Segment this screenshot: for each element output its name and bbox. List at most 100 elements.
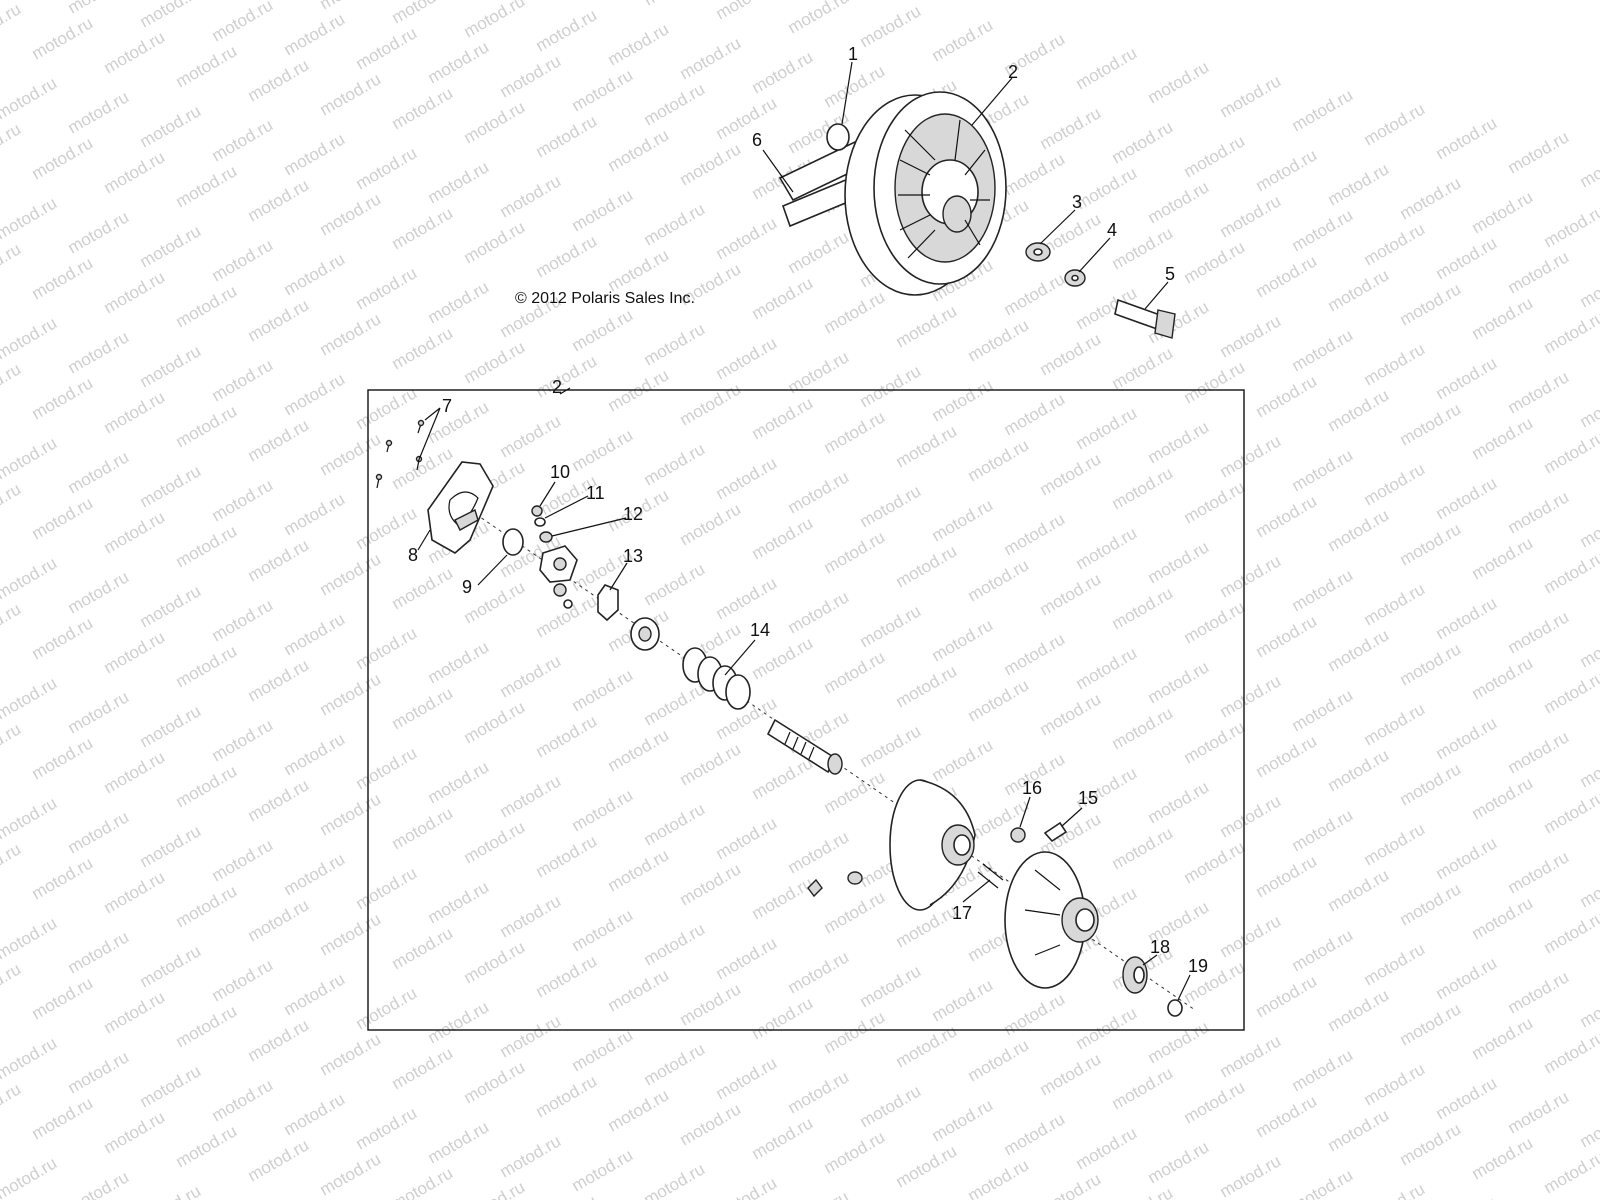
watermark-text: motod.ru — [389, 683, 457, 733]
watermark-text: motod.ru — [1361, 819, 1429, 869]
watermark-text: motod.ru — [0, 599, 24, 649]
watermark-text: motod.ru — [137, 941, 205, 991]
watermark-text: motod.ru — [929, 1095, 997, 1145]
watermark-text: motod.ru — [497, 171, 565, 221]
watermark-text: motod.ru — [101, 27, 169, 77]
watermark-text: motod.ru — [965, 1155, 1033, 1200]
callout-12: 12 — [623, 504, 643, 524]
watermark-text: motod.ru — [1505, 847, 1573, 897]
watermark-text: motod.ru — [173, 1121, 241, 1171]
watermark-text: motod.ru — [317, 909, 385, 959]
watermark-text: motod.ru — [425, 157, 493, 207]
washer-11 — [534, 517, 546, 527]
watermark-text: motod.ru — [317, 309, 385, 359]
watermark-text: motod.ru — [1541, 907, 1600, 957]
watermark-text: motod.ru — [749, 513, 817, 563]
watermark-text: motod.ru — [1217, 311, 1285, 361]
watermark-text: motod.ru — [281, 729, 349, 779]
watermark-text: motod.ru — [0, 0, 24, 49]
watermark-text: motod.ru — [389, 0, 457, 27]
watermark-text: motod.ru — [1433, 233, 1501, 283]
watermark-text: motod.ru — [1001, 1109, 1069, 1159]
watermark-text: motod.ru — [605, 845, 673, 895]
watermark-text: motod.ru — [137, 221, 205, 271]
watermark-text: motod.ru — [533, 351, 601, 401]
watermark-text: motod.ru — [785, 227, 853, 277]
watermark-text: motod.ru — [389, 323, 457, 373]
watermark-text: motod.ru — [353, 1103, 421, 1153]
watermark-text: motod.ru — [65, 207, 133, 257]
watermark-text: motod.ru — [353, 23, 421, 73]
nut-lower — [847, 871, 863, 885]
watermark-text: motod.ru — [893, 661, 961, 711]
watermark-text: motod.ru — [1433, 713, 1501, 763]
watermark-text: motod.ru — [245, 535, 313, 585]
watermark-text: motod.ru — [1397, 759, 1465, 809]
watermark-text: motod.ru — [1073, 1003, 1141, 1053]
watermark-text: motod.ru — [785, 1067, 853, 1117]
watermark-text: motod.ru — [245, 55, 313, 105]
watermark-text: motod.ru — [1253, 371, 1321, 421]
watermark-text: motod.ru — [929, 615, 997, 665]
watermark-text: motod.ru — [1073, 1123, 1141, 1173]
watermark-text: motod.ru — [569, 305, 637, 355]
watermark-text: motod.ru — [641, 559, 709, 609]
watermark-text: motod.ru — [245, 895, 313, 945]
watermark-text: motod.ru — [1253, 491, 1321, 541]
watermark-text: motod.ru — [245, 1135, 313, 1185]
watermark-text: motod.ru — [29, 133, 97, 183]
watermark-text: motod.ru — [0, 1153, 60, 1200]
watermark-text: motod.ru — [425, 757, 493, 807]
watermark-text: motod.ru — [749, 753, 817, 803]
watermark-text: motod.ru — [857, 961, 925, 1011]
watermark-text: motod.ru — [461, 697, 529, 747]
watermark-text: motod.ru — [1541, 427, 1600, 477]
watermark-text: motod.ru — [785, 947, 853, 997]
watermark-text: motod.ru — [1433, 1073, 1501, 1123]
watermark-text: motod.ru — [101, 267, 169, 317]
watermark-text: motod.ru — [749, 873, 817, 923]
watermark-text: motod.ru — [1361, 1059, 1429, 1109]
watermark-text: motod.ru — [425, 637, 493, 687]
watermark-text: motod.ru — [1181, 237, 1249, 287]
watermark-text: motod.ru — [101, 147, 169, 197]
watermark-text: motod.ru — [677, 139, 745, 189]
watermark-text: motod.ru — [1469, 893, 1537, 943]
watermark-text: motod.ru — [1145, 177, 1213, 227]
watermark-text: motod.ru — [749, 633, 817, 683]
watermark-text: motod.ru — [0, 193, 60, 243]
watermark-text: motod.ru — [65, 447, 133, 497]
watermark-text: motod.ru — [29, 13, 97, 63]
watermark-text: motod.ru — [1577, 861, 1600, 911]
watermark-text: motod.ru — [1433, 353, 1501, 403]
watermark-text: motod.ru — [137, 461, 205, 511]
watermark-text: motod.ru — [389, 563, 457, 613]
watermark-text: motod.ru — [281, 489, 349, 539]
watermark-text: motod.ru — [569, 65, 637, 115]
watermark-text: motod.ru — [425, 37, 493, 87]
watermark-text: motod.ru — [893, 1021, 961, 1071]
watermark-text: motod.ru — [29, 853, 97, 903]
watermark-text: motod.ru — [1433, 833, 1501, 883]
watermark-text: motod.ru — [1289, 565, 1357, 615]
watermark-text: motod.ru — [29, 733, 97, 783]
watermark-text: motod.ru — [1001, 509, 1069, 559]
watermark-text: motod.ru — [1361, 219, 1429, 269]
watermark-text: motod.ru — [713, 933, 781, 983]
callout-18: 18 — [1150, 937, 1170, 957]
watermark-text: motod.ru — [677, 499, 745, 549]
callout-2-frame: 2 — [552, 377, 562, 397]
watermark-text: motod.ru — [533, 831, 601, 881]
watermark-text: motod.ru — [461, 817, 529, 867]
watermark-text: motod.ru — [1577, 981, 1600, 1031]
watermark-text: motod.ru — [65, 0, 133, 17]
watermark-text: motod.ru — [1145, 537, 1213, 587]
watermark-text: motod.ru — [1361, 339, 1429, 389]
watermark-text: motod.ru — [1325, 625, 1393, 675]
watermark-text: motod.ru — [461, 1057, 529, 1107]
watermark-text: motod.ru — [929, 975, 997, 1025]
watermark-text: motod.ru — [1289, 205, 1357, 255]
watermark-text: motod.ru — [821, 1127, 889, 1177]
ring-19 — [1167, 999, 1183, 1017]
